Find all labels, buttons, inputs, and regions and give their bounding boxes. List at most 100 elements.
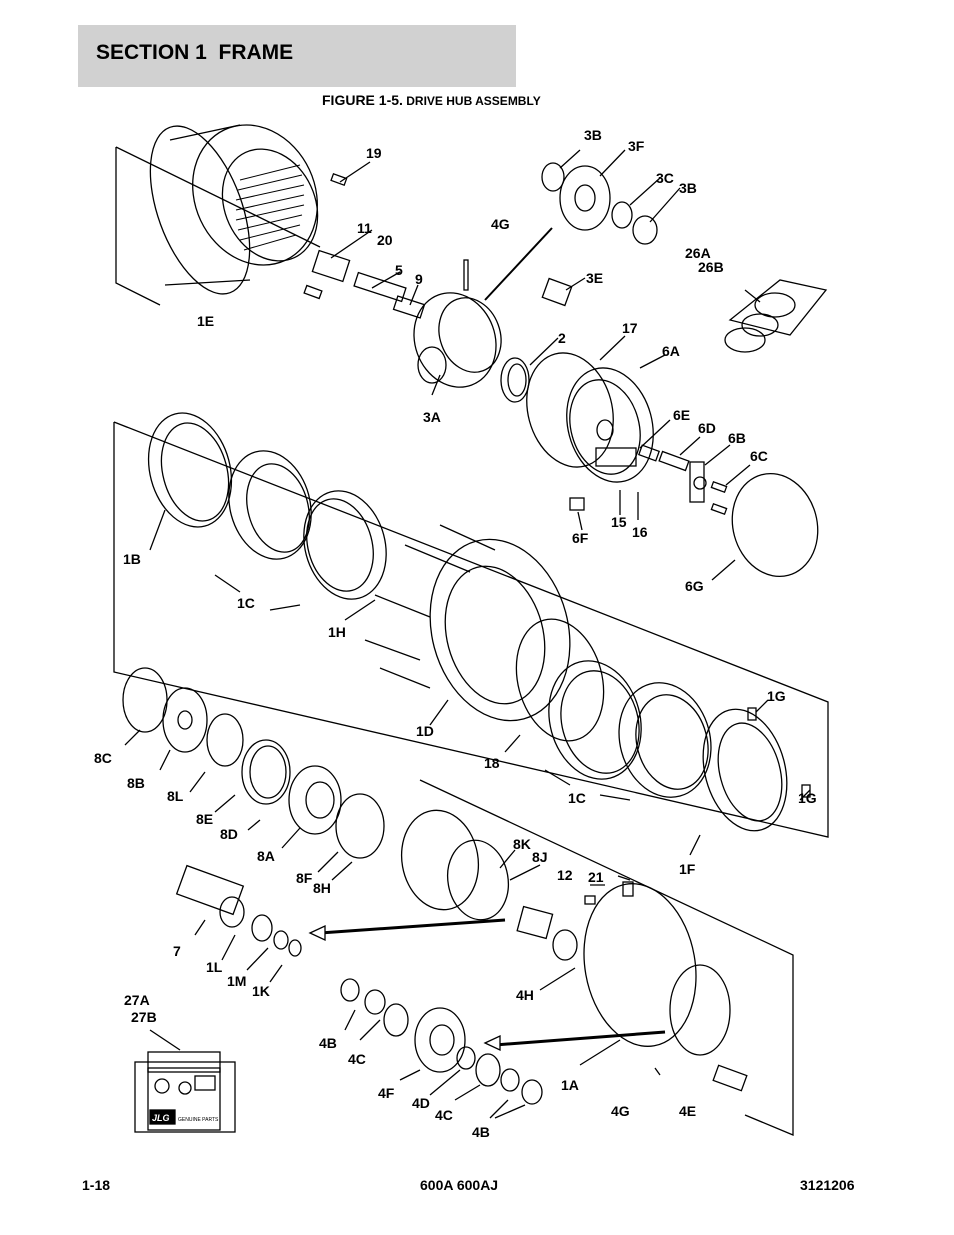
callout-label: 4G bbox=[491, 216, 510, 232]
callout-label: 3B bbox=[584, 127, 602, 143]
callout-label: 8C bbox=[94, 750, 112, 766]
figure-number: FIGURE 1-5. bbox=[322, 92, 403, 108]
document-number: 3121206 bbox=[800, 1177, 855, 1193]
callout-label: 1C bbox=[237, 595, 255, 611]
callout-label: 6B bbox=[728, 430, 746, 446]
callout-label: 1D bbox=[416, 723, 434, 739]
callout-label: 6C bbox=[750, 448, 768, 464]
callout-label: 1G bbox=[798, 790, 817, 806]
pins-1G bbox=[747, 699, 811, 801]
callout-label: 1F bbox=[679, 861, 696, 877]
callout-label: 1E bbox=[197, 313, 214, 329]
callout-label: 4C bbox=[435, 1107, 453, 1123]
figure-title: FIGURE 1-5. DRIVE HUB ASSEMBLY bbox=[322, 92, 541, 108]
callout-label: 26B bbox=[698, 259, 724, 275]
cover-hardware-6 bbox=[637, 419, 751, 516]
callout-label: 11 bbox=[357, 220, 372, 236]
section-title: SECTION 1 FRAME bbox=[96, 41, 294, 64]
callout-label: 1C bbox=[568, 790, 586, 806]
callout-label: 1G bbox=[767, 688, 786, 704]
carrier-3A bbox=[413, 227, 553, 396]
callout-label: 3F bbox=[628, 138, 645, 154]
callout-label: 8J bbox=[532, 849, 548, 865]
callout-label: 8D bbox=[220, 826, 238, 842]
callout-label: 18 bbox=[484, 755, 500, 771]
ring-1F bbox=[689, 708, 788, 856]
callout-label: 6F bbox=[572, 530, 589, 546]
callout-label: 4G bbox=[611, 1103, 630, 1119]
callout-label: 7 bbox=[173, 943, 181, 959]
callout-label: 20 bbox=[377, 232, 393, 248]
callout-label: 1H bbox=[328, 624, 346, 640]
section-header-bar: SECTION 1 FRAME bbox=[78, 25, 516, 87]
seal-kit-26 bbox=[724, 279, 828, 353]
callout-label: 3C bbox=[656, 170, 674, 186]
callout-label: 1A bbox=[561, 1077, 579, 1093]
planet-gear-set-3 bbox=[541, 149, 681, 245]
callout-label: 8B bbox=[127, 775, 145, 791]
callout-label: 6A bbox=[662, 343, 680, 359]
callout-label: 2 bbox=[558, 330, 566, 346]
callout-label: 6G bbox=[685, 578, 704, 594]
output-shaft-7 bbox=[175, 864, 302, 983]
bearing-cup-1B bbox=[147, 412, 233, 551]
plug-parts bbox=[569, 447, 639, 531]
planet-gear-set-4 bbox=[340, 978, 543, 1119]
seal-18 bbox=[504, 618, 605, 753]
studs-1H bbox=[344, 524, 496, 689]
callout-label: 19 bbox=[366, 145, 382, 161]
spline-arrow bbox=[308, 918, 506, 942]
callout-label: 3B bbox=[679, 180, 697, 196]
bearing-cone-1C-lower bbox=[544, 682, 712, 801]
bearing-race-1C-upper bbox=[214, 490, 387, 611]
callout-label: 16 bbox=[632, 524, 648, 540]
callout-label: 15 bbox=[611, 514, 627, 530]
callout-label: 5 bbox=[395, 262, 403, 278]
callout-label: 4B bbox=[319, 1035, 337, 1051]
input-shaft-assembly bbox=[303, 229, 426, 319]
callout-label: 1M bbox=[227, 973, 246, 989]
callout-label: 8L bbox=[167, 788, 184, 804]
kit-brand: JLG bbox=[152, 1113, 170, 1123]
kit-label-text: GENUINE PARTS bbox=[178, 1117, 219, 1123]
callout-label: 4C bbox=[348, 1051, 366, 1067]
cover-6A bbox=[566, 354, 666, 483]
callout-label: 1L bbox=[206, 959, 223, 975]
callout-label: 27A bbox=[124, 992, 150, 1008]
callout-label: 8E bbox=[196, 811, 213, 827]
callout-label: 3E bbox=[586, 270, 603, 286]
lower-assembly-frame bbox=[419, 779, 794, 1136]
callout-label: 12 bbox=[557, 867, 573, 883]
hub-housing-1E bbox=[149, 124, 319, 295]
hub-1D bbox=[429, 538, 571, 726]
bearing-race-1C-lower bbox=[548, 660, 642, 780]
callout-label: 17 bbox=[622, 320, 638, 336]
spindle-1A bbox=[516, 875, 748, 1092]
model-number: 600A 600AJ bbox=[420, 1177, 499, 1193]
callout-label: 4F bbox=[378, 1085, 395, 1101]
callout-label: 8F bbox=[296, 870, 313, 886]
callout-label: 3A bbox=[423, 409, 441, 425]
parts-kit-box-27 bbox=[134, 1029, 236, 1133]
callout-label: 8A bbox=[257, 848, 275, 864]
gear-arrow bbox=[483, 1030, 666, 1052]
callout-label: 1K bbox=[252, 983, 270, 999]
bolt-19 bbox=[330, 161, 371, 186]
callout-label: 21 bbox=[588, 869, 604, 885]
bearing-cone-1C-upper bbox=[228, 450, 312, 560]
callout-label: 6E bbox=[673, 407, 690, 423]
seal-17 bbox=[526, 335, 626, 468]
callout-label: 9 bbox=[415, 271, 423, 287]
callout-label: 1B bbox=[123, 551, 141, 567]
callout-label: 4E bbox=[679, 1103, 696, 1119]
callout-label: 26A bbox=[685, 245, 711, 261]
callout-label: 4B bbox=[472, 1124, 490, 1140]
retaining-ring-6G bbox=[711, 472, 819, 581]
ring-2 bbox=[500, 337, 559, 403]
callout-label: 8K bbox=[513, 836, 531, 852]
figure-name: DRIVE HUB ASSEMBLY bbox=[402, 94, 541, 108]
page-number: 1-18 bbox=[82, 1177, 111, 1193]
callout-label: 4D bbox=[412, 1095, 430, 1111]
callout-label: 27B bbox=[131, 1009, 157, 1025]
